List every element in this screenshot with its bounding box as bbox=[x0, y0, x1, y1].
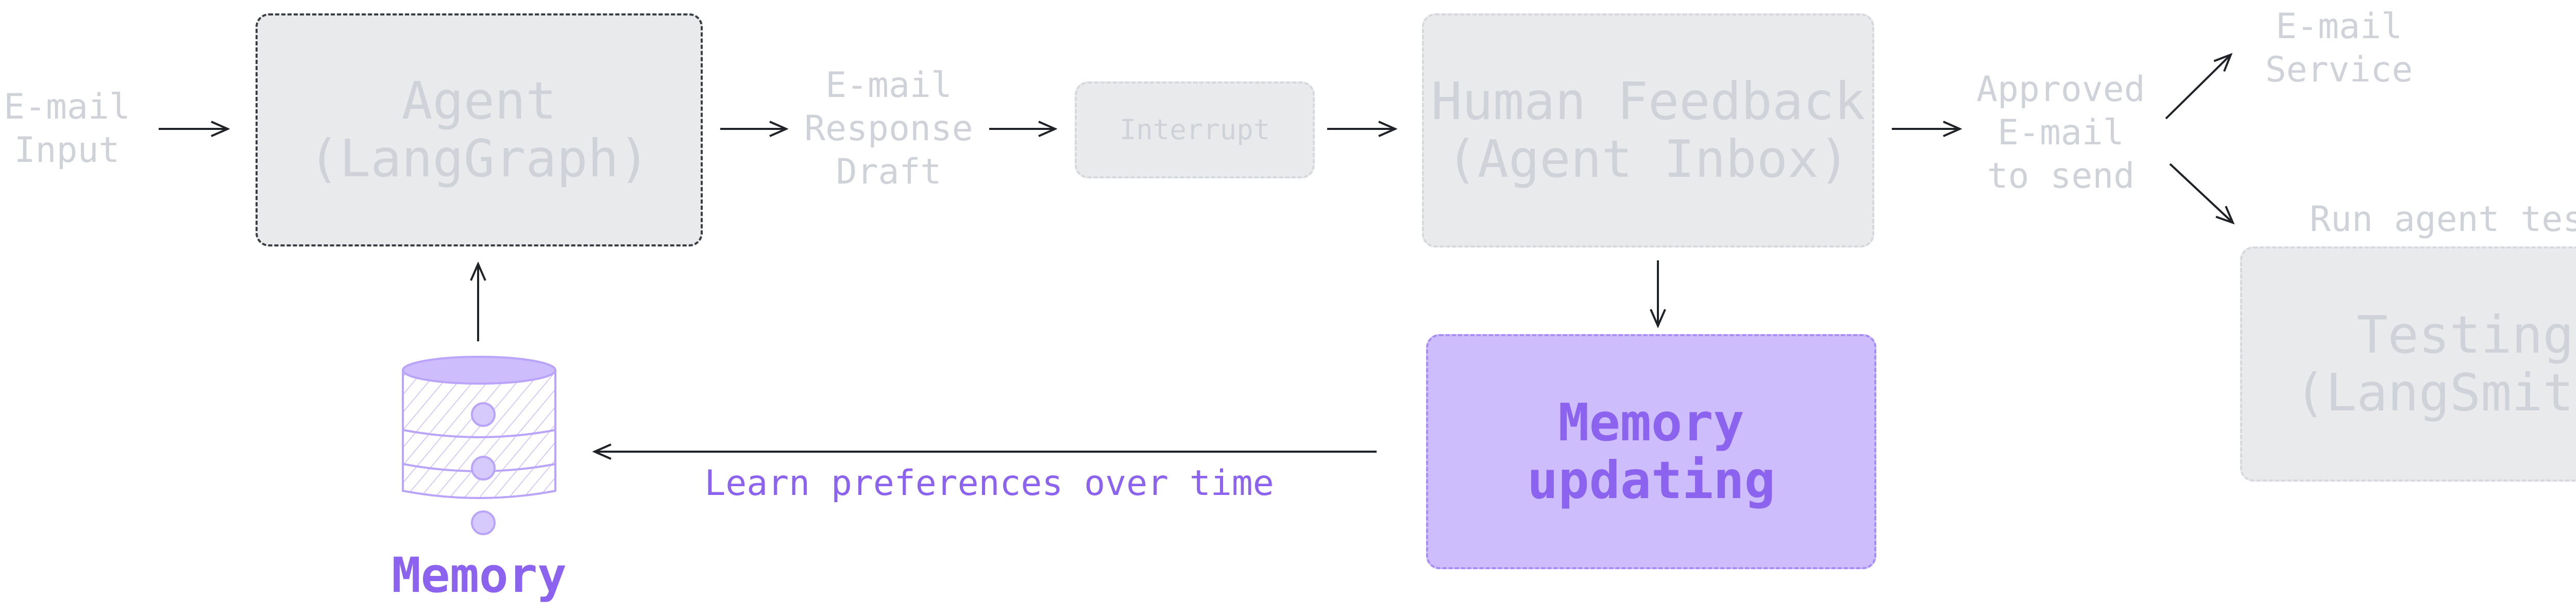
approved-email-label: Approved E-mail to send bbox=[1976, 69, 2145, 196]
database-icon-bottom-dot bbox=[471, 510, 496, 535]
memory-label: Memory bbox=[392, 548, 567, 604]
learn-preferences-label: Learn preferences over time bbox=[704, 463, 1274, 504]
email-input-label: E-mail Input bbox=[4, 87, 130, 171]
arrow-approved-to-tests bbox=[2169, 163, 2233, 223]
email-response-draft-label: E-mail Response Draft bbox=[804, 65, 973, 192]
arrow-approved-to-service bbox=[2165, 55, 2231, 120]
agent-node[interactable]: Agent (LangGraph) bbox=[256, 13, 703, 246]
human-feedback-node[interactable]: Human Feedback (Agent Inbox) bbox=[1422, 13, 1874, 247]
run-agent-tests-label: Run agent tests bbox=[2309, 199, 2576, 240]
email-service-label: E-mail Service bbox=[2265, 6, 2413, 90]
memory-updating-node[interactable]: Memory updating bbox=[1426, 334, 1876, 569]
database-icon bbox=[402, 356, 556, 499]
testing-node[interactable]: Testing (LangSmith) bbox=[2240, 246, 2576, 482]
interrupt-node[interactable]: Interrupt bbox=[1075, 81, 1315, 178]
